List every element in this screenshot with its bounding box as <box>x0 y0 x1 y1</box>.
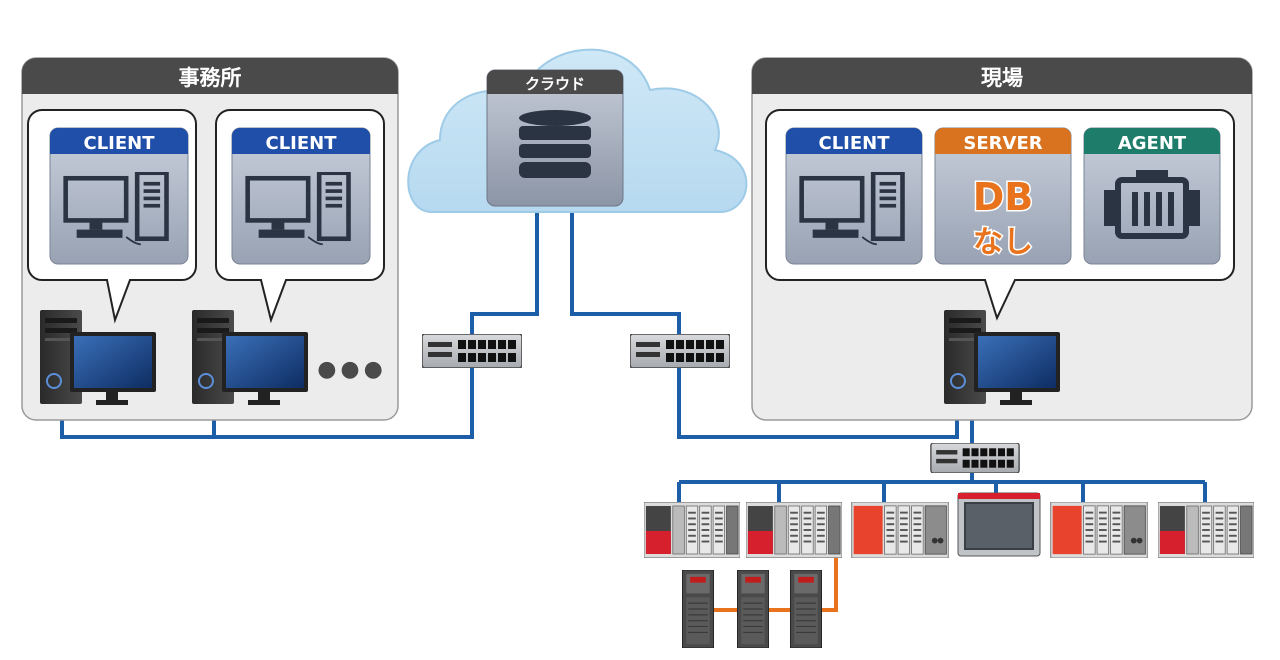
office-client-label-1: CLIENT <box>83 133 155 154</box>
inverter-3 <box>790 570 822 648</box>
inverter-2 <box>737 570 769 648</box>
inverter-1 <box>682 570 714 648</box>
office-panel: 事務所 CLIENT CLIENT ●●● <box>21 57 399 421</box>
site-agent-card: AGENT <box>1083 127 1221 265</box>
site-server-card: SERVER DB なし <box>934 127 1072 265</box>
cloud-title: クラウド <box>525 75 585 93</box>
site-title: 現場 <box>981 66 1023 90</box>
serial-lines <box>714 555 838 612</box>
plc-rack-4 <box>1050 502 1148 558</box>
site-client-label: CLIENT <box>818 133 890 154</box>
site-client-card: CLIENT <box>785 127 923 265</box>
site-agent-label: AGENT <box>1118 133 1187 154</box>
switch-field <box>930 443 1020 473</box>
office-title: 事務所 <box>179 66 242 90</box>
engine-icon <box>1104 170 1200 239</box>
switch-site <box>630 334 730 368</box>
database-icon <box>519 110 591 178</box>
switch-office <box>422 334 522 368</box>
more-devices-dots: ●●● <box>317 357 387 382</box>
plc-rack-2 <box>746 502 842 558</box>
db-label: DB <box>973 175 1034 219</box>
hmi-panel <box>957 492 1041 557</box>
cloud-right-link <box>570 200 681 334</box>
cloud-group: クラウド <box>407 48 748 213</box>
site-server-label: SERVER <box>963 133 1042 154</box>
field-devices <box>644 492 1254 648</box>
office-client-card-1: CLIENT <box>49 127 189 265</box>
cloud-db-card: クラウド <box>486 69 624 207</box>
office-client-card-2: CLIENT <box>231 127 371 265</box>
plc-rack-3 <box>851 502 949 558</box>
none-label: なし <box>973 225 1033 260</box>
office-client-label-2: CLIENT <box>265 133 337 154</box>
site-panel: 現場 CLIENT SERVER DB なし AGENT <box>751 57 1253 421</box>
plc-rack-1 <box>644 502 740 558</box>
cloud-left-link <box>470 200 539 334</box>
plc-rack-5 <box>1158 502 1254 558</box>
